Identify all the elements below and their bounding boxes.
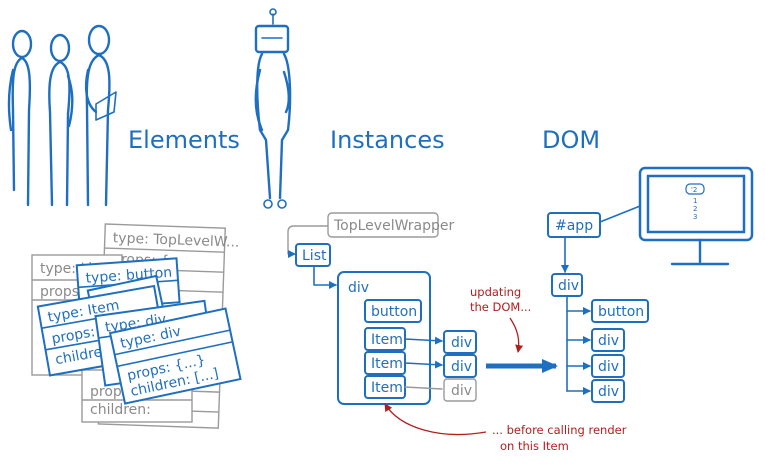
annotation-updating-line1: updating [470, 285, 521, 299]
instance-item-2: Item [371, 356, 403, 372]
annotation-before-line1: ... before calling render [492, 423, 627, 437]
monitor-button-text: '2 [691, 186, 697, 194]
annotation-before-line2: on this Item [500, 439, 569, 453]
dom-div-3: div [598, 384, 619, 400]
instance-child-div-3: div [451, 383, 472, 399]
dom-tree: #app div button div div div [547, 205, 649, 403]
instance-div: div [348, 280, 369, 296]
dom-app: #app [555, 218, 593, 234]
annotation-arrow-updating [509, 317, 524, 353]
instance-toplevelwrapper: TopLevelWrapper [333, 218, 455, 234]
instance-item-3: Item [371, 380, 403, 396]
dom-button: button [598, 304, 644, 320]
annotation-updating-line2: the DOM... [470, 300, 531, 314]
person-figure-3 [84, 24, 117, 207]
heading-instances: Instances [330, 126, 445, 154]
annotation-arrow-item [384, 403, 487, 436]
instance-item-1: Item [371, 332, 403, 348]
monitor-illustration: '2 1 2 3 [638, 166, 754, 266]
dom-div-1: div [598, 333, 619, 349]
dom-div: div [558, 278, 579, 294]
card-type-label: type: TopLevelW... [113, 230, 240, 250]
instance-list: List [302, 248, 327, 264]
robot-figure [254, 8, 292, 209]
node-box [327, 212, 439, 238]
monitor-list-item-2: 2 [693, 205, 697, 213]
element-cards-stack: type: TopLevelW... props: { type: List p… [31, 223, 242, 429]
card-props-label: props: [40, 284, 84, 300]
instance-child-div-1: div [451, 335, 472, 351]
heading-dom: DOM [542, 126, 600, 154]
card-props-label: props: [50, 324, 96, 347]
heading-elements: Elements [128, 126, 240, 154]
card-children-label: children: [90, 402, 151, 418]
monitor-list-item-3: 3 [693, 213, 697, 221]
person-figure-2 [48, 33, 74, 207]
instance-child-div-2: div [451, 359, 472, 375]
monitor-list-item-1: 1 [693, 197, 697, 205]
people-figures [7, 24, 117, 207]
instances-tree: TopLevelWrapper List div button Item Ite… [287, 212, 477, 405]
person-figure-1 [7, 29, 33, 207]
dom-div-2: div [598, 359, 619, 375]
instance-button: button [371, 304, 417, 320]
